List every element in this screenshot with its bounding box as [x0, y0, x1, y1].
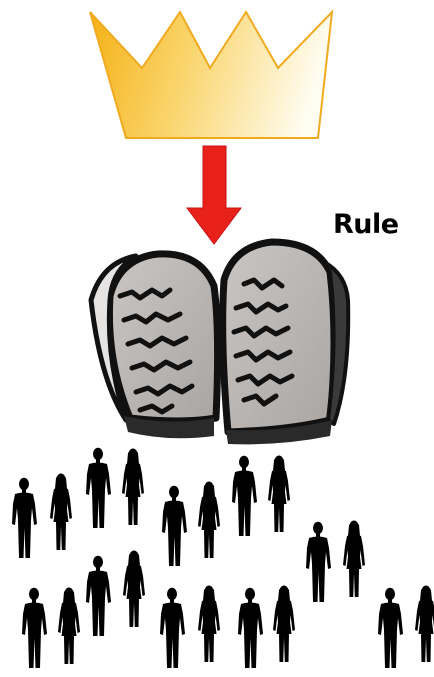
- rule-label: Rule: [333, 209, 399, 241]
- person-silhouette: [343, 521, 365, 598]
- person-silhouette: [415, 586, 434, 663]
- person-silhouette: [50, 474, 72, 551]
- stone-tablets-icon: [91, 242, 348, 444]
- person-silhouette: [198, 482, 220, 559]
- person-silhouette: [232, 456, 257, 536]
- person-silhouette: [123, 551, 145, 628]
- person-silhouette: [160, 588, 185, 668]
- person-silhouette: [22, 588, 47, 668]
- person-silhouette: [122, 449, 144, 526]
- person-silhouette: [378, 588, 403, 668]
- person-silhouette: [86, 556, 111, 636]
- person-silhouette: [86, 448, 111, 528]
- person-silhouette: [12, 478, 37, 558]
- crown-icon: [90, 12, 332, 138]
- person-silhouette: [238, 588, 263, 668]
- down-arrow-icon: [187, 146, 241, 244]
- people-silhouette-icon: [12, 448, 434, 668]
- person-silhouette: [273, 586, 295, 663]
- person-silhouette: [58, 588, 80, 665]
- person-silhouette: [162, 486, 187, 566]
- person-silhouette: [198, 586, 220, 663]
- person-silhouette: [306, 522, 331, 602]
- person-silhouette: [268, 456, 290, 533]
